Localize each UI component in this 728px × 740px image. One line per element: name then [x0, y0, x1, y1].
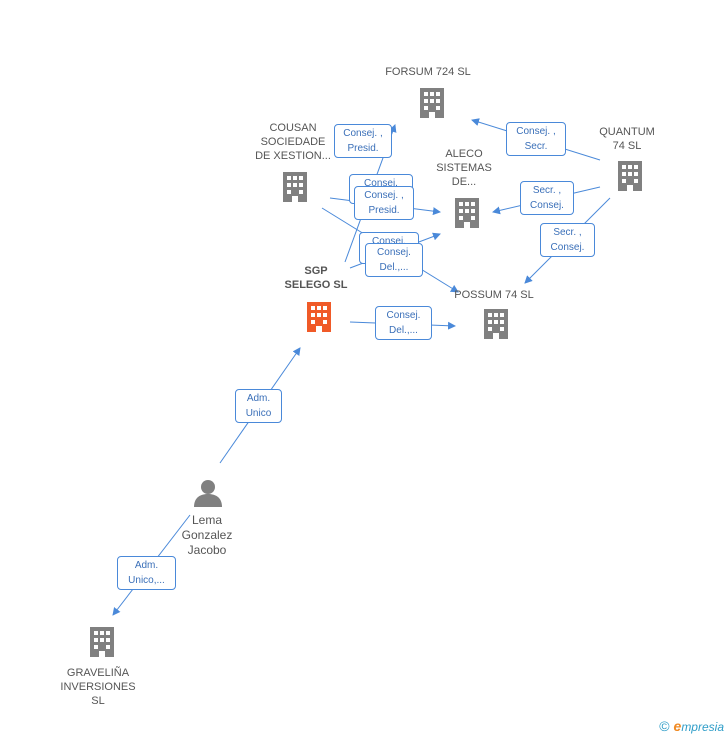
- building-icon[interactable]: [280, 170, 310, 204]
- brand-logo[interactable]: empresia: [674, 718, 724, 734]
- node-label-possum[interactable]: POSSUM 74 SL: [454, 289, 534, 301]
- relation-label: Consej. , Presid.: [334, 124, 392, 158]
- node-label-sgp[interactable]: SGP SELEGO SL: [284, 265, 348, 291]
- node-label-aleco[interactable]: ALECO SISTEMAS DE...: [436, 148, 492, 188]
- relation-label: Consej. , Presid.: [354, 186, 414, 220]
- building-icon[interactable]: [452, 196, 482, 230]
- relation-label: Consej. , Secr.: [506, 122, 566, 156]
- building-icon-main[interactable]: [304, 300, 334, 334]
- relation-label: Adm. Unico,...: [117, 556, 176, 590]
- relation-label: Consej. Del.,...: [365, 243, 423, 277]
- building-icon[interactable]: [417, 86, 447, 120]
- building-icon[interactable]: [87, 625, 117, 659]
- brand-initial: e: [673, 718, 682, 734]
- node-label-forsum[interactable]: FORSUM 724 SL: [385, 66, 471, 78]
- relation-label: Consej. Del.,...: [375, 306, 432, 340]
- brand-name: mpresia: [681, 720, 724, 734]
- building-icon[interactable]: [615, 159, 645, 193]
- building-icon[interactable]: [481, 307, 511, 341]
- node-label-quantum[interactable]: QUANTUM 74 SL: [599, 126, 655, 152]
- relation-label: Secr. , Consej.: [520, 181, 574, 215]
- person-icon[interactable]: [193, 478, 223, 508]
- footer-brand: © empresia: [659, 718, 724, 734]
- relation-label: Secr. , Consej.: [540, 223, 595, 257]
- copyright-icon: ©: [659, 718, 670, 734]
- node-label-lema[interactable]: Lema Gonzalez Jacobo: [181, 513, 233, 557]
- node-label-gravelina[interactable]: GRAVELIÑA INVERSIONES SL: [60, 667, 136, 707]
- node-label-cousan[interactable]: COUSAN SOCIEDADE DE XESTION...: [255, 122, 331, 162]
- relation-label: Adm. Unico: [235, 389, 282, 423]
